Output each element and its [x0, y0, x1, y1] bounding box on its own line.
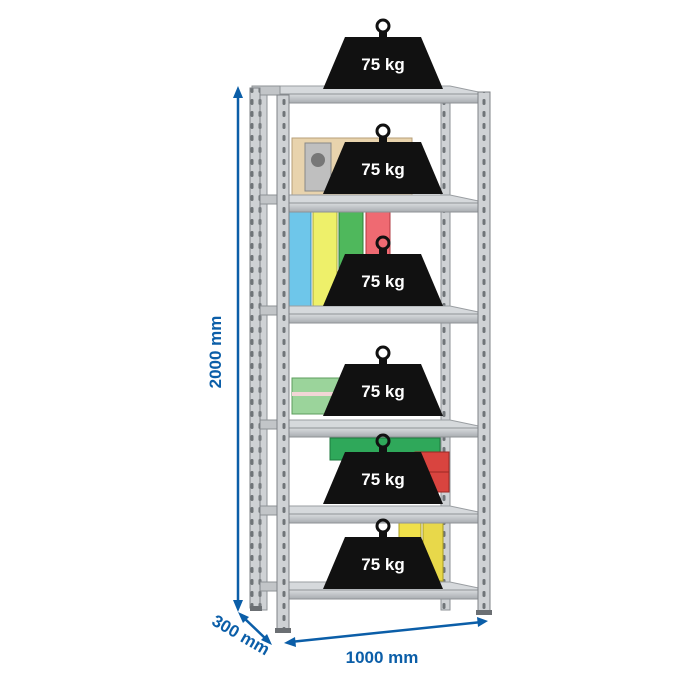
load-label-2: 75 kg	[361, 160, 404, 179]
load-label-6: 75 kg	[361, 555, 404, 574]
load-label-3: 75 kg	[361, 272, 404, 291]
load-weight-2: 75 kg	[323, 123, 443, 194]
weight-ring-icon	[375, 345, 391, 361]
load-label-4: 75 kg	[361, 382, 404, 401]
load-label-5: 75 kg	[361, 470, 404, 489]
weight-ring-icon	[375, 123, 391, 139]
width-label: 1000 mm	[346, 648, 419, 667]
load-weight-6: 75 kg	[323, 518, 443, 589]
load-weight-3: 75 kg	[323, 235, 443, 306]
height-label: 2000 mm	[206, 316, 225, 389]
width-dimension: 1000 mm	[284, 617, 488, 667]
front-uprights	[249, 87, 492, 633]
load-weight-4: 75 kg	[323, 345, 443, 416]
depth-dimension: 300 mm	[209, 611, 273, 659]
shelf-group	[251, 85, 489, 600]
load-label-1: 75 kg	[361, 55, 404, 74]
weight-ring-icon	[375, 18, 391, 34]
load-weight-1: 75 kg	[323, 18, 443, 89]
shelf-4	[251, 419, 489, 438]
weight-group: 75 kg 75 kg 75 kg 75 kg 75 kg 75 kg	[323, 18, 443, 589]
load-weight-5: 75 kg	[323, 433, 443, 504]
height-dimension: 2000 mm	[206, 86, 243, 612]
